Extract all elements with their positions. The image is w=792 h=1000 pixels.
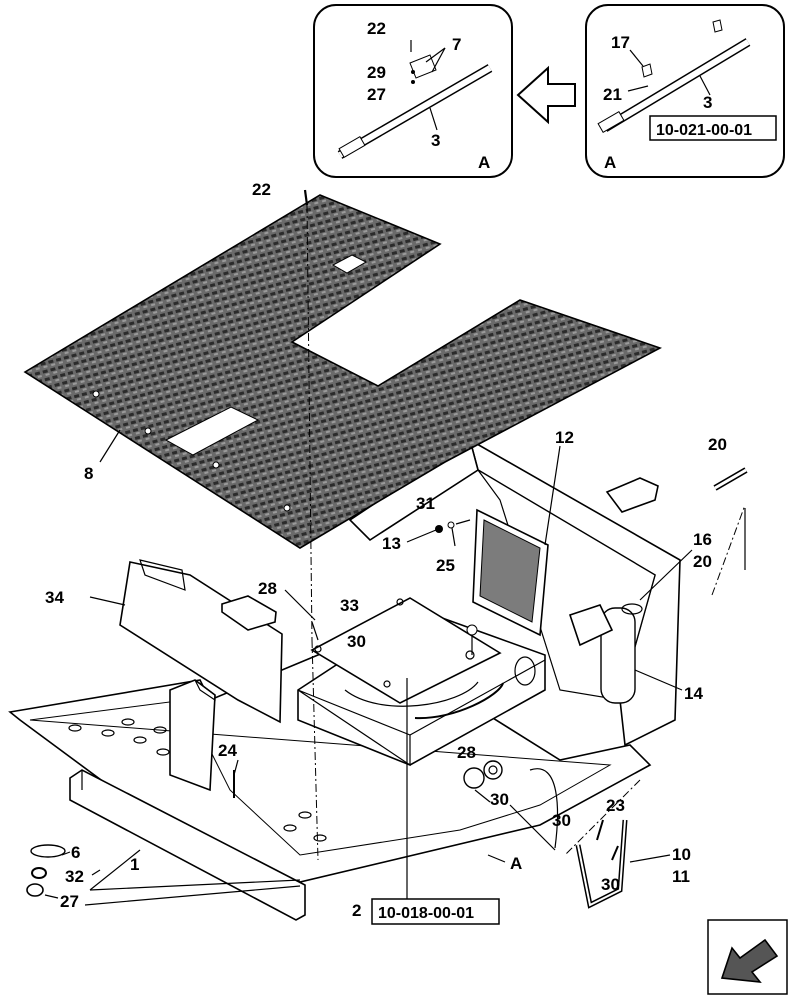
label-10: 10 xyxy=(672,845,691,864)
label-a: A xyxy=(510,854,522,873)
label-22-top: 22 xyxy=(252,180,271,199)
label-30-right: 30 xyxy=(552,811,571,830)
view-letter-a: A xyxy=(478,153,490,172)
label-32: 32 xyxy=(65,867,84,886)
label-12: 12 xyxy=(555,428,574,447)
label-14: 14 xyxy=(684,684,703,703)
label-16: 16 xyxy=(693,530,712,549)
label-25: 25 xyxy=(436,556,455,575)
detail-view-left: 22 7 29 27 3 A xyxy=(313,4,513,178)
label-30-bottom: 30 xyxy=(490,790,509,809)
reference-text-bottom: 10-018-00-01 xyxy=(378,905,474,922)
label-30-mid: 30 xyxy=(347,632,366,651)
label-27: 27 xyxy=(367,85,386,104)
label-3-right: 3 xyxy=(703,93,712,112)
label-3: 3 xyxy=(431,131,440,150)
label-31: 31 xyxy=(416,494,435,513)
label-1: 1 xyxy=(130,855,139,874)
label-20: 20 xyxy=(693,552,712,571)
label-28-bottom: 28 xyxy=(457,743,476,762)
label-28-top: 28 xyxy=(258,579,277,598)
left-arrow-icon xyxy=(516,65,576,125)
label-7: 7 xyxy=(452,35,461,54)
label-13: 13 xyxy=(382,534,401,553)
label-34: 34 xyxy=(45,588,64,607)
label-33: 33 xyxy=(340,596,359,615)
label-20-top: 20 xyxy=(708,435,727,454)
label-8: 8 xyxy=(84,464,93,483)
label-23: 23 xyxy=(606,796,625,815)
label-30-right-2: 30 xyxy=(601,875,620,894)
label-6: 6 xyxy=(71,843,80,862)
reference-text-top: 10-021-00-01 xyxy=(656,122,752,139)
label-2: 2 xyxy=(352,901,361,920)
label-24: 24 xyxy=(218,741,237,760)
cab-frame xyxy=(8,438,748,921)
floor-mat xyxy=(23,189,663,549)
detail-view-right: 17 21 3 10-021-00-01 A xyxy=(585,4,785,178)
reference-box-top[interactable] xyxy=(649,115,777,141)
label-17: 17 xyxy=(611,33,630,52)
label-27: 27 xyxy=(60,892,79,911)
label-11: 11 xyxy=(672,867,690,886)
label-21: 21 xyxy=(603,85,622,104)
reference-box-bottom[interactable] xyxy=(371,898,500,925)
label-22: 22 xyxy=(367,19,386,38)
view-letter-a-right: A xyxy=(604,153,616,172)
label-29: 29 xyxy=(367,63,386,82)
page-navigation-icon[interactable] xyxy=(707,919,788,995)
